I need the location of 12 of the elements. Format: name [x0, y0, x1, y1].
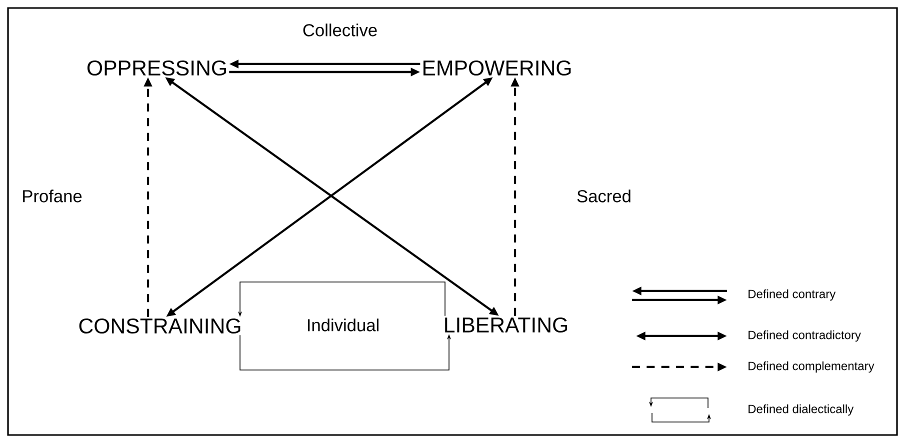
concept-label: CONSTRAINING [79, 318, 240, 334]
axis-label: Profane [23, 190, 82, 202]
concept-label: EMPOWERING [424, 60, 571, 76]
group-label: Individual [308, 318, 378, 332]
legend-text: Defined dialectically [748, 404, 854, 416]
concept-label: OPPRESSING [87, 60, 226, 76]
concept-label: LIBERATING [445, 317, 568, 333]
legend-text: Defined contrary [748, 289, 836, 301]
axis-label: Sacred [577, 190, 630, 202]
legend-text: Defined complementary [748, 361, 874, 373]
legend-text: Defined contradictory [748, 330, 861, 342]
group-label: Collective [303, 24, 377, 36]
